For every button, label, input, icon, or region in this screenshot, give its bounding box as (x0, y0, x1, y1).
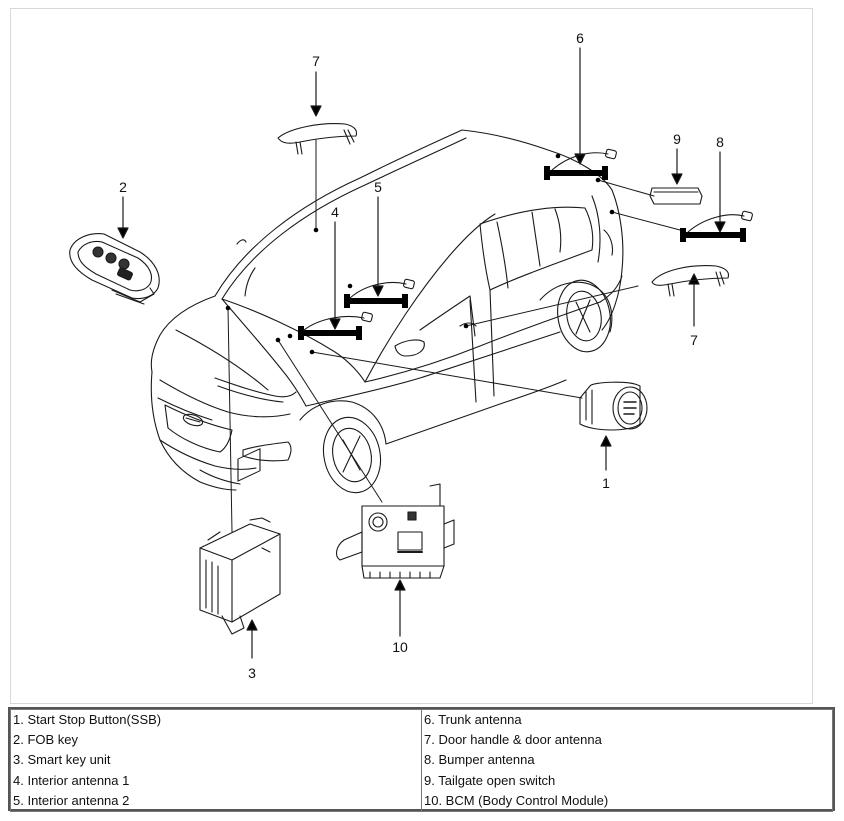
door-handle-top (277, 123, 358, 155)
callout-3: 3 (248, 665, 256, 681)
interior-antenna-2 (344, 278, 415, 308)
legend-item-2: 2. FOB key (13, 732, 79, 748)
callout-5: 5 (374, 179, 382, 195)
bumper-antenna (680, 210, 753, 242)
callout-9: 9 (673, 131, 681, 147)
trunk-antenna (544, 148, 617, 180)
callout-10: 10 (392, 639, 408, 655)
legend-item-4: 4. Interior antenna 1 (13, 772, 130, 788)
car-illustration (150, 129, 624, 494)
legend-item-5: 5. Interior antenna 2 (13, 792, 130, 808)
callout-7-top: 7 (312, 53, 320, 69)
callout-4: 4 (331, 204, 339, 220)
component-location-diagram: 7 2 4 5 6 9 8 7 1 3 10 (69, 30, 753, 681)
interior-antenna-1 (298, 311, 373, 340)
legend-item-8: 8. Bumper antenna (424, 752, 535, 768)
door-handle-right (651, 265, 730, 297)
fob-key (69, 233, 160, 305)
legend-item-9: 9. Tailgate open switch (424, 772, 556, 788)
legend-left-column: 1. Start Stop Button(SSB) 2. FOB key 3. … (10, 709, 422, 812)
legend-right-column: 6. Trunk antenna 7. Door handle & door a… (421, 709, 833, 812)
callout-1: 1 (602, 475, 610, 491)
leader-lines (227, 139, 681, 533)
legend-item-10: 10. BCM (Body Control Module) (424, 792, 609, 808)
legend-item-3: 3. Smart key unit (13, 752, 111, 768)
callout-8: 8 (716, 134, 724, 150)
start-stop-button (579, 381, 648, 431)
legend-table: 1. Start Stop Button(SSB) 2. FOB key 3. … (8, 707, 835, 812)
callout-7-right: 7 (690, 332, 698, 348)
legend-item-7: 7. Door handle & door antenna (424, 732, 602, 748)
tailgate-open-switch (649, 187, 703, 205)
smart-key-unit (199, 448, 281, 635)
callout-6: 6 (576, 30, 584, 46)
callout-labels: 7 2 4 5 6 9 8 7 1 3 10 (119, 30, 724, 681)
legend-item-6: 6. Trunk antenna (424, 712, 522, 727)
leader-dots (225, 153, 615, 355)
callout-arrows (117, 47, 726, 659)
bcm-unit (335, 483, 455, 579)
callout-2: 2 (119, 179, 127, 195)
legend-item-1: 1. Start Stop Button(SSB) (13, 712, 162, 727)
